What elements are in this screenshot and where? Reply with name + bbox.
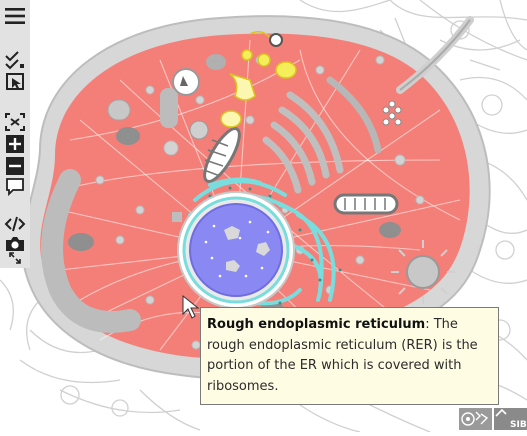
small-vesicles: [95, 55, 425, 350]
golgi-vesicles[interactable]: [220, 31, 297, 128]
left-toolbar: [0, 0, 30, 268]
tooltip-description: : The rough endoplasmic reticulum (RER) …: [207, 317, 478, 394]
lysosomes[interactable]: [68, 54, 401, 319]
embed-button[interactable]: [3, 213, 27, 235]
select-button[interactable]: [3, 49, 27, 71]
highlight-cursor-icon: [4, 71, 26, 91]
zoom-in-button[interactable]: [3, 133, 27, 155]
basal-body: [269, 33, 283, 47]
highlight-button[interactable]: [3, 70, 27, 92]
speech-bubble-icon: [4, 177, 26, 197]
plus-icon: [4, 134, 26, 154]
comment-button[interactable]: [3, 176, 27, 198]
swissbiopics-logo-icon: [459, 408, 492, 430]
vacuole[interactable]: [41, 169, 141, 333]
ribosomes: [208, 186, 342, 305]
menu-button[interactable]: [3, 5, 27, 27]
nucleus[interactable]: [177, 191, 295, 309]
secretory-vesicle[interactable]: [107, 99, 131, 121]
zoom-out-button[interactable]: [3, 155, 27, 177]
mitochondria[interactable]: [198, 124, 399, 215]
ribosome-cluster: [382, 100, 402, 126]
expand-icon: [8, 251, 22, 265]
fit-to-view-button[interactable]: [3, 111, 27, 133]
fullscreen-button[interactable]: [3, 250, 27, 266]
sib-logo-icon: SIB: [494, 408, 527, 430]
snapshot-button[interactable]: [3, 233, 27, 255]
nuclear-pore: [172, 212, 182, 222]
centrosome[interactable]: [391, 240, 455, 304]
code-icon: [4, 214, 26, 234]
hamburger-menu-icon: [4, 6, 26, 26]
credits-logos[interactable]: SIB: [459, 406, 527, 432]
fit-to-view-icon: [4, 112, 26, 132]
golgi-apparatus[interactable]: [262, 76, 382, 194]
vesicle-stack[interactable]: [160, 88, 178, 128]
minus-icon: [4, 156, 26, 176]
double-check-icon: [4, 50, 26, 70]
camera-icon: [4, 234, 26, 254]
organelle-tooltip: Rough endoplasmic reticulum: The rough e…: [200, 307, 499, 405]
peroxisome[interactable]: [189, 120, 209, 140]
mouse-cursor: [182, 294, 200, 319]
tooltip-title: Rough endoplasmic reticulum: [207, 317, 426, 332]
svg-text:SIB: SIB: [510, 420, 527, 430]
